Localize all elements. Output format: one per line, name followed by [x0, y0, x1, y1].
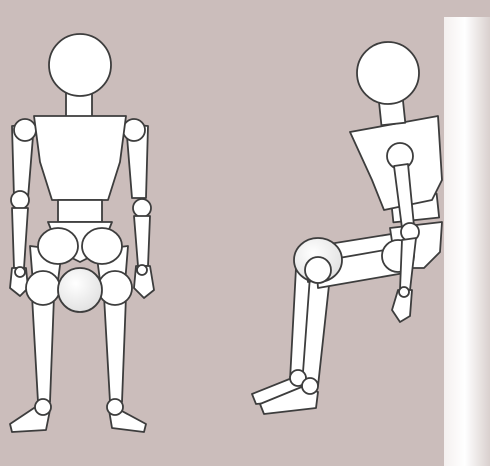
mannequin-standing-icon	[10, 34, 154, 432]
wall-icon	[444, 17, 490, 466]
mannequin-wall-sit-icon	[252, 42, 442, 414]
